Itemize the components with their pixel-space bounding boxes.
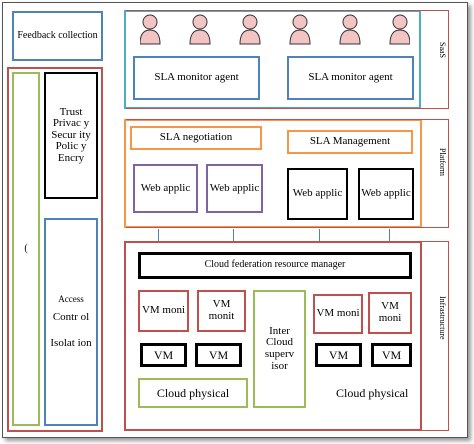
vm-moni-3-label: VM moni	[316, 307, 360, 320]
user-icon	[389, 14, 410, 45]
vm-4-label: VM	[381, 347, 402, 362]
iaas-side-label: Infrastructure	[438, 296, 447, 340]
user-icon	[339, 14, 361, 45]
web-app-3-label: Web applic	[292, 187, 343, 200]
left-green-bar: (	[12, 72, 40, 426]
feedback-collection-label: Feedback collection	[17, 29, 98, 41]
user-icon	[140, 14, 161, 45]
security-column	[7, 67, 103, 432]
vm-1-label: VM	[153, 347, 174, 362]
connector-4	[389, 229, 390, 241]
sla-monitor-agent-right: SLA monitor agent	[287, 56, 414, 100]
paas-side-label: Platform	[438, 148, 447, 176]
connector-1	[158, 229, 159, 241]
control-label: Contr ol	[52, 311, 90, 324]
sla-negotiation-label: SLA negotiation	[159, 131, 233, 144]
vm-moni-4: VM moni	[368, 292, 412, 334]
vm-1: VM	[140, 343, 187, 367]
web-app-4-label: Web applic	[361, 187, 411, 200]
sla-negotiation-box: SLA negotiation	[130, 126, 262, 150]
vm-moni-4-label: VM moni	[378, 300, 402, 324]
user-icons	[140, 14, 410, 45]
saas-bracket	[126, 10, 449, 109]
cloud-physical-left-label: Cloud physical	[156, 385, 230, 400]
connector-3	[319, 229, 320, 241]
vm-3: VM	[315, 343, 362, 367]
paas-bracket	[126, 119, 449, 228]
access-label: Access	[58, 293, 84, 304]
user-icon	[289, 14, 311, 45]
web-app-1-label: Web applic	[140, 181, 191, 194]
vm-moni-2: VM monit	[197, 290, 246, 332]
saas-side-label: SaaS	[438, 42, 447, 58]
sla-monitor-agent-left: SLA monitor agent	[133, 56, 260, 100]
cloud-physical-right-label: Cloud physical	[336, 386, 409, 400]
web-app-2-label: Web applic	[209, 181, 260, 194]
vm-2-label: VM	[208, 347, 229, 362]
isolation-label: Isolat ion	[50, 336, 92, 349]
diagram-frame	[2, 2, 468, 438]
sla-monitor-agent-left-label: SLA monitor agent	[154, 71, 239, 84]
sla-monitor-agent-right-label: SLA monitor agent	[308, 71, 393, 84]
vm-moni-1: VM moni	[138, 290, 189, 332]
inter-cloud-supervisor-label: Inter Cloud superv isor	[264, 324, 295, 372]
iaas-bracket	[126, 241, 449, 431]
vm-3-label: VM	[328, 347, 349, 362]
connector-2	[233, 229, 234, 241]
web-app-1: Web applic	[133, 164, 198, 213]
feedback-collection-box: Feedback collection	[12, 11, 103, 61]
vm-moni-3: VM moni	[313, 294, 363, 334]
sla-management-label: SLA Management	[309, 135, 391, 148]
left-green-label: (	[24, 242, 28, 254]
sla-management-box: SLA Management	[287, 130, 413, 154]
cloud-federation-resource-manager: Cloud federation resource manager	[138, 252, 412, 279]
vm-2: VM	[195, 343, 242, 367]
vm-moni-2-label: VM monit	[208, 298, 235, 322]
trust-privacy-box: Trust Privac y Secur ity Polic y Encry	[44, 72, 98, 199]
user-icon	[239, 14, 261, 45]
cloud-federation-label: Cloud federation resource manager	[204, 259, 346, 271]
vm-4: VM	[371, 343, 412, 367]
web-app-4: Web applic	[358, 168, 414, 220]
user-icon	[189, 14, 211, 45]
web-app-2: Web applic	[206, 164, 263, 213]
web-app-3: Web applic	[287, 168, 348, 220]
access-control-box: Access Contr ol Isolat ion	[44, 218, 98, 426]
trust-privacy-label: Trust Privac y Secur ity Polic y Encry	[51, 105, 91, 164]
inter-cloud-supervisor: Inter Cloud superv isor	[253, 290, 306, 408]
vm-moni-1-label: VM moni	[141, 304, 186, 317]
cloud-physical-left: Cloud physical	[138, 378, 248, 408]
